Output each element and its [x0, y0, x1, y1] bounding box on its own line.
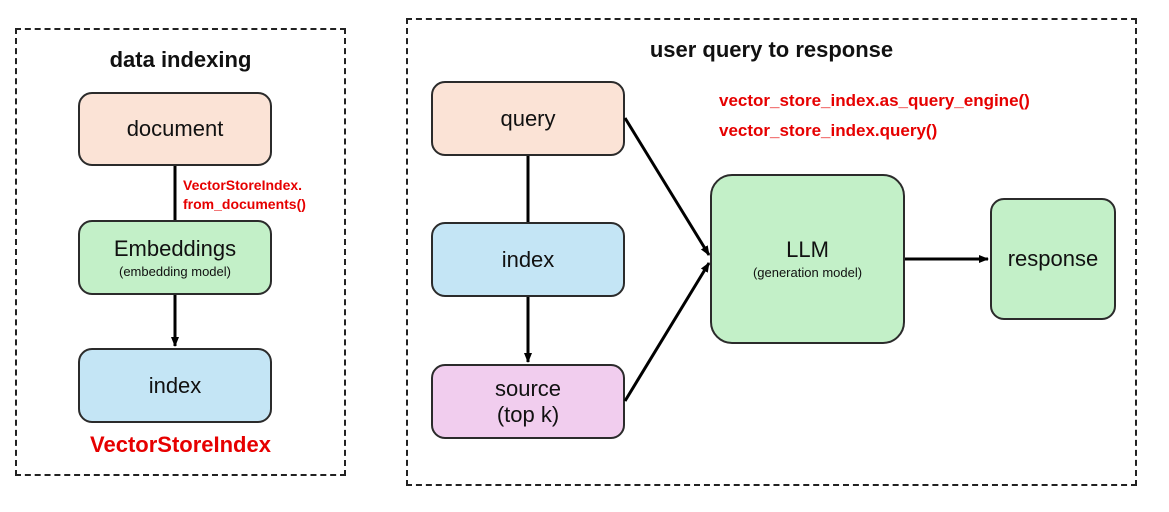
document-label: document	[126, 116, 224, 141]
response-node: response	[990, 198, 1116, 320]
response-label: response	[1007, 246, 1099, 271]
as-query-engine-call: vector_store_index.as_query_engine()	[719, 91, 1030, 110]
llm-node: LLM (generation model)	[710, 174, 905, 344]
llm-label: LLM	[786, 237, 829, 262]
embeddings-sublabel: (embedding model)	[118, 263, 231, 279]
source-label-line2: (top k)	[496, 401, 560, 427]
query-to-llm-arrow	[623, 117, 711, 256]
query-label: query	[500, 105, 556, 131]
document-node: document	[78, 92, 272, 166]
from-documents-call-line2: from_documents()	[183, 196, 306, 212]
query-node: query	[431, 81, 625, 156]
source-to-llm-arrow	[623, 262, 711, 402]
query-to-response-title: user query to response	[649, 37, 894, 62]
from-documents-call: VectorStoreIndex. from_documents()	[183, 176, 306, 214]
query-to-response-panel: user query to response	[406, 18, 1137, 486]
data-indexing-title: data indexing	[109, 47, 252, 72]
embeddings-label: Embeddings	[113, 235, 237, 261]
index-node-right: index	[431, 222, 625, 297]
llm-sublabel: (generation model)	[752, 265, 863, 280]
index-node-left: index	[78, 348, 272, 423]
from-documents-call-line1: VectorStoreIndex.	[183, 177, 303, 193]
source-label-line1: source	[494, 375, 562, 401]
index-label-left: index	[148, 372, 202, 398]
index-label-right: index	[501, 246, 555, 272]
query-call: vector_store_index.query()	[719, 121, 938, 140]
embeddings-node: Embeddings (embedding model)	[78, 220, 272, 295]
vector-store-index-class: VectorStoreIndex	[90, 432, 271, 457]
source-node: source (top k)	[431, 364, 625, 439]
query-engine-calls: vector_store_index.as_query_engine() vec…	[719, 86, 1030, 146]
data-indexing-panel: data indexing	[15, 28, 346, 476]
